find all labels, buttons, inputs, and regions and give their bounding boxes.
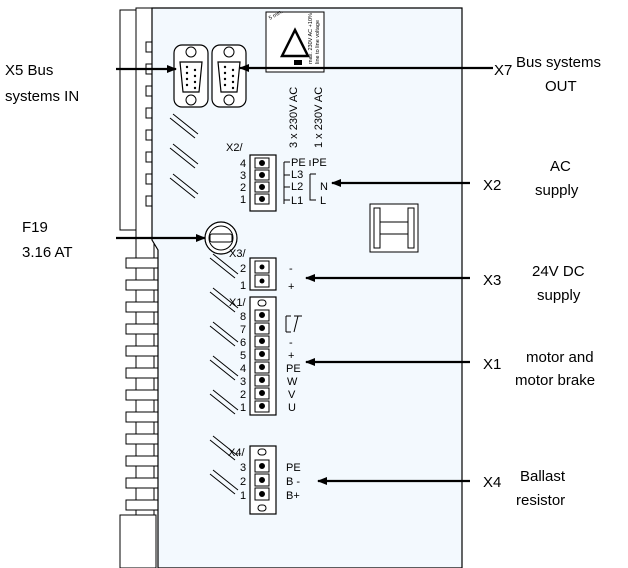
x4-pin-3: 3: [240, 462, 246, 474]
x1-pin-7: 7: [240, 324, 246, 336]
x4-pin-numbers: 3 2 1: [240, 462, 246, 502]
callout-arrows: [116, 64, 493, 485]
x2-pin-numbers: 4 3 2 1: [240, 158, 246, 206]
callout-x1: X1 motor and motor brake: [483, 349, 595, 389]
x1-signal-6: -: [289, 337, 293, 349]
x2-block-label: X2/: [226, 142, 243, 154]
x2-signal-l3: L3: [291, 169, 303, 181]
x1-pin-3: 3: [240, 376, 246, 388]
x3-pin-numbers: 2 1: [240, 263, 246, 292]
x2-signal-1ph-pe: PE: [312, 157, 327, 169]
x1-signal-u: U: [288, 402, 296, 414]
callout-x7-line1: Bus systems: [516, 54, 601, 71]
callout-x7: X7 Bus systems OUT: [494, 54, 601, 95]
x3-pin-1: 1: [240, 280, 246, 292]
callout-x2: X2 AC supply: [483, 158, 579, 199]
callout-x1-tag: X1: [483, 356, 501, 373]
x1-signal-w: W: [287, 376, 298, 388]
x3-pin-2: 2: [240, 263, 246, 275]
x1-signal-v: V: [288, 389, 296, 401]
callout-x3-line2: supply: [537, 287, 581, 304]
callout-x4: X4 Ballast resistor: [483, 468, 566, 509]
callout-x5: X5 Bus systems IN: [5, 62, 79, 105]
x3-signal-minus: -: [289, 263, 293, 275]
x2-signal-n: N: [320, 181, 328, 193]
x1-block-label: X1/: [229, 297, 246, 309]
x3-signals: - +: [288, 263, 294, 293]
callout-x4-line1: Ballast: [520, 468, 566, 485]
x7-dsub-connector[interactable]: [211, 44, 247, 108]
x1-connector[interactable]: [249, 296, 277, 416]
x1-signals: - + PE W V U: [286, 337, 301, 414]
x1-signal-pe: PE: [286, 363, 301, 375]
x2-signal-l: L: [320, 195, 326, 207]
x1-pin-8: 8: [240, 311, 246, 323]
thermistor-icon: [285, 315, 302, 333]
callout-x7-tag: X7: [494, 62, 512, 79]
callout-x2-tag: X2: [483, 177, 501, 194]
callout-x5-line2: systems IN: [5, 88, 79, 105]
warning-text-1: max. 230V AC +10%: [308, 13, 314, 64]
x1-pin-2: 2: [240, 389, 246, 401]
drive-housing: [119, 7, 463, 568]
x3-signal-plus: +: [288, 281, 294, 293]
cooling-slots: [169, 113, 239, 495]
front-panel: [151, 7, 463, 568]
x2-voltage-1ph: 1 x 230V AC: [313, 87, 325, 148]
x4-signal-bminus: B -: [286, 476, 300, 488]
mounting-clip: [369, 203, 419, 253]
x1-pin-4: 4: [240, 363, 246, 375]
warning-label: max. 230V AC +10% line to line voltage 5…: [265, 9, 325, 73]
x2-signal-l1: L1: [291, 195, 303, 207]
callout-x4-line2: resistor: [516, 492, 565, 509]
x4-pin-2: 2: [240, 476, 246, 488]
x1-pin-1: 1: [240, 402, 246, 414]
warning-text-2: line to line voltage: [315, 20, 321, 64]
x3-connector[interactable]: [249, 257, 277, 291]
x2-signals-1ph: PE N L: [312, 157, 328, 207]
callout-f19-line2: 3.16 AT: [22, 244, 73, 261]
x4-block-label: X4/: [228, 447, 245, 459]
x3-block-label: X3/: [229, 248, 246, 260]
x4-signal-pe: PE: [286, 462, 301, 474]
x2-pin-1: 1: [240, 194, 246, 206]
callout-x1-line2: motor brake: [515, 372, 595, 389]
fuse-f19[interactable]: [204, 221, 238, 255]
x2-voltage-3ph: 3 x 230V AC: [288, 87, 300, 148]
callout-x4-tag: X4: [483, 474, 501, 491]
x2-pin-2: 2: [240, 182, 246, 194]
x4-connector[interactable]: [249, 445, 277, 515]
x2-signal-pe: PE: [291, 157, 306, 169]
x4-signals: PE B - B+: [286, 462, 301, 502]
x5-dsub-connector[interactable]: [173, 44, 209, 108]
callout-f19: F19 3.16 AT: [22, 219, 73, 261]
x2-pin-4: 4: [240, 158, 246, 170]
x2-pin-3: 3: [240, 170, 246, 182]
callout-x7-line2: OUT: [545, 78, 577, 95]
x1-pin-5: 5: [240, 350, 246, 362]
x2-signal-l2: L2: [291, 181, 303, 193]
x1-pin-6: 6: [240, 337, 246, 349]
x2-terminals: [254, 157, 270, 205]
callout-x3-line1: 24V DC: [532, 263, 585, 280]
x1-signal-5: +: [288, 350, 294, 362]
x1-pin-numbers: 8 7 6 5 4 3 2 1: [240, 311, 246, 414]
callout-x3-tag: X3: [483, 272, 501, 289]
x4-pin-1: 1: [240, 490, 246, 502]
callout-x3: X3 24V DC supply: [483, 263, 585, 304]
x2-signals-3ph: PE L3 L2 L1: [291, 157, 306, 207]
callout-x2-line2: supply: [535, 182, 579, 199]
callout-x1-line1: motor and: [526, 349, 594, 366]
x2-connector[interactable]: [249, 154, 277, 212]
callout-f19-line1: F19: [22, 219, 48, 236]
x4-signal-bplus: B+: [286, 490, 300, 502]
x2-bracket: [283, 160, 316, 204]
callout-x5-line1: X5 Bus: [5, 62, 53, 79]
callout-x2-line1: AC: [550, 158, 571, 175]
